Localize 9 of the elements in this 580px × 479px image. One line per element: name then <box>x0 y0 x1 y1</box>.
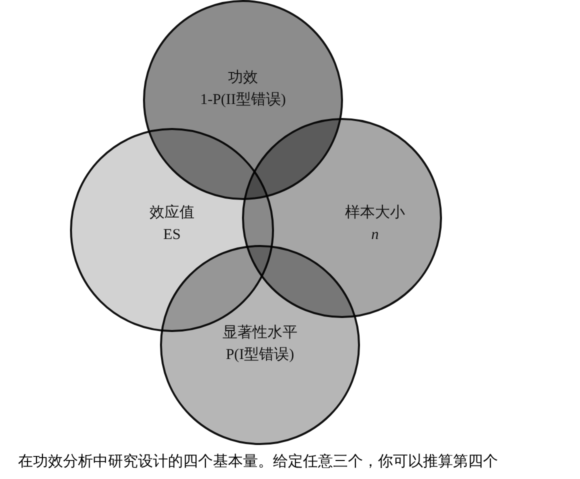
circle-label: 样本大小 <box>344 204 406 223</box>
circle-label: 功效 <box>227 68 259 88</box>
circle-value: n <box>370 226 380 245</box>
caption: 在功效分析中研究设计的四个基本量。给定任意三个，你可以推算第四个 <box>18 452 498 471</box>
circle-label: 效应值 <box>148 203 196 223</box>
circle-value: P(I型错误) <box>224 346 296 365</box>
circle-label: 显著性水平 <box>222 324 298 343</box>
circle-value: 1-P(II型错误) <box>199 90 287 110</box>
circle-value: ES <box>162 226 182 245</box>
